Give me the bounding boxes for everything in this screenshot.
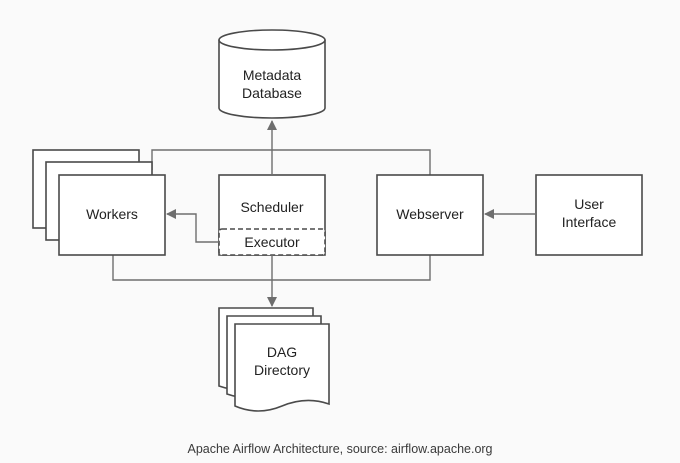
metadata-database-label-line1: Metadata xyxy=(243,67,302,83)
figure-caption: Apache Airflow Architecture, source: air… xyxy=(187,442,493,456)
workers-stack-front xyxy=(58,174,166,256)
webserver-box xyxy=(376,174,484,256)
executor-node: Executor xyxy=(218,228,326,256)
user-interface-box xyxy=(535,174,643,256)
workers-node: Workers xyxy=(32,149,166,256)
dag-directory-label-line2: Directory xyxy=(254,362,310,378)
workers-label: Workers xyxy=(86,206,138,222)
user-interface-node: User Interface xyxy=(535,174,643,256)
database-cylinder-body xyxy=(218,40,326,119)
webserver-label: Webserver xyxy=(396,206,464,222)
user-interface-label-line2: Interface xyxy=(562,214,617,230)
metadata-database-label-line2: Database xyxy=(242,85,302,101)
database-cylinder-top xyxy=(218,29,326,51)
dag-directory-node: DAG Directory xyxy=(218,307,330,412)
webserver-node: Webserver xyxy=(376,174,484,256)
arrow-executor-to-workers xyxy=(166,209,219,243)
dag-directory-label-line1: DAG xyxy=(267,344,297,360)
metadata-database-node: Metadata Database xyxy=(218,29,326,119)
top-bus-connector xyxy=(151,149,431,175)
scheduler-label: Scheduler xyxy=(240,199,303,215)
executor-label: Executor xyxy=(244,234,300,250)
dag-page-front xyxy=(234,323,330,412)
user-interface-label-line1: User xyxy=(574,196,604,212)
